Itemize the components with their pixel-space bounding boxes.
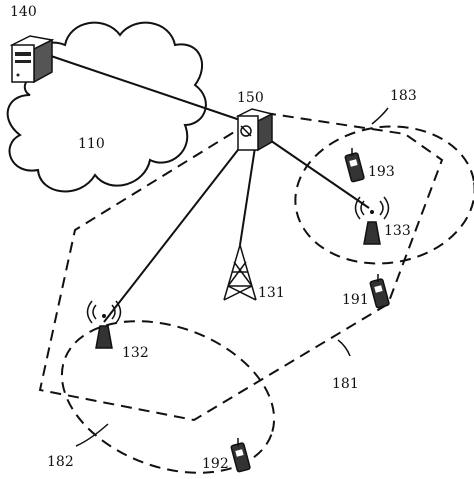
leader-182 — [75, 423, 109, 447]
link-controller-131 — [239, 140, 257, 246]
network-cloud — [6, 21, 207, 193]
cell-182-boundary — [60, 320, 276, 474]
phone-193-icon — [344, 148, 365, 183]
label-phone-192: 192 — [202, 456, 229, 472]
link-controller-132 — [103, 136, 249, 323]
link-controller-133 — [263, 135, 370, 209]
phone-192-icon — [230, 438, 251, 473]
label-controller: 150 — [237, 90, 264, 106]
leader-181 — [337, 339, 351, 357]
phone-191-icon — [369, 274, 390, 309]
antenna-132-icon — [86, 300, 122, 349]
link-server-controller — [47, 54, 244, 122]
cell-tower-icon — [223, 244, 257, 301]
leader-183 — [371, 107, 389, 125]
cell-183-boundary — [294, 125, 474, 265]
label-server: 140 — [10, 4, 37, 20]
label-phone-193: 193 — [368, 164, 395, 180]
label-phone-191: 191 — [342, 292, 369, 308]
antenna-133-icon — [354, 196, 390, 245]
controller-icon — [235, 108, 275, 152]
label-cell-181: 181 — [332, 376, 359, 392]
cell-181-boundary — [38, 111, 444, 422]
label-cell-183: 183 — [390, 88, 417, 104]
label-antenna-132: 132 — [122, 345, 149, 361]
label-network: 110 — [78, 136, 105, 152]
server-icon — [9, 35, 55, 84]
label-cell-182: 182 — [47, 454, 74, 470]
label-antenna-133: 133 — [384, 223, 411, 239]
label-tower-131: 131 — [258, 285, 285, 301]
